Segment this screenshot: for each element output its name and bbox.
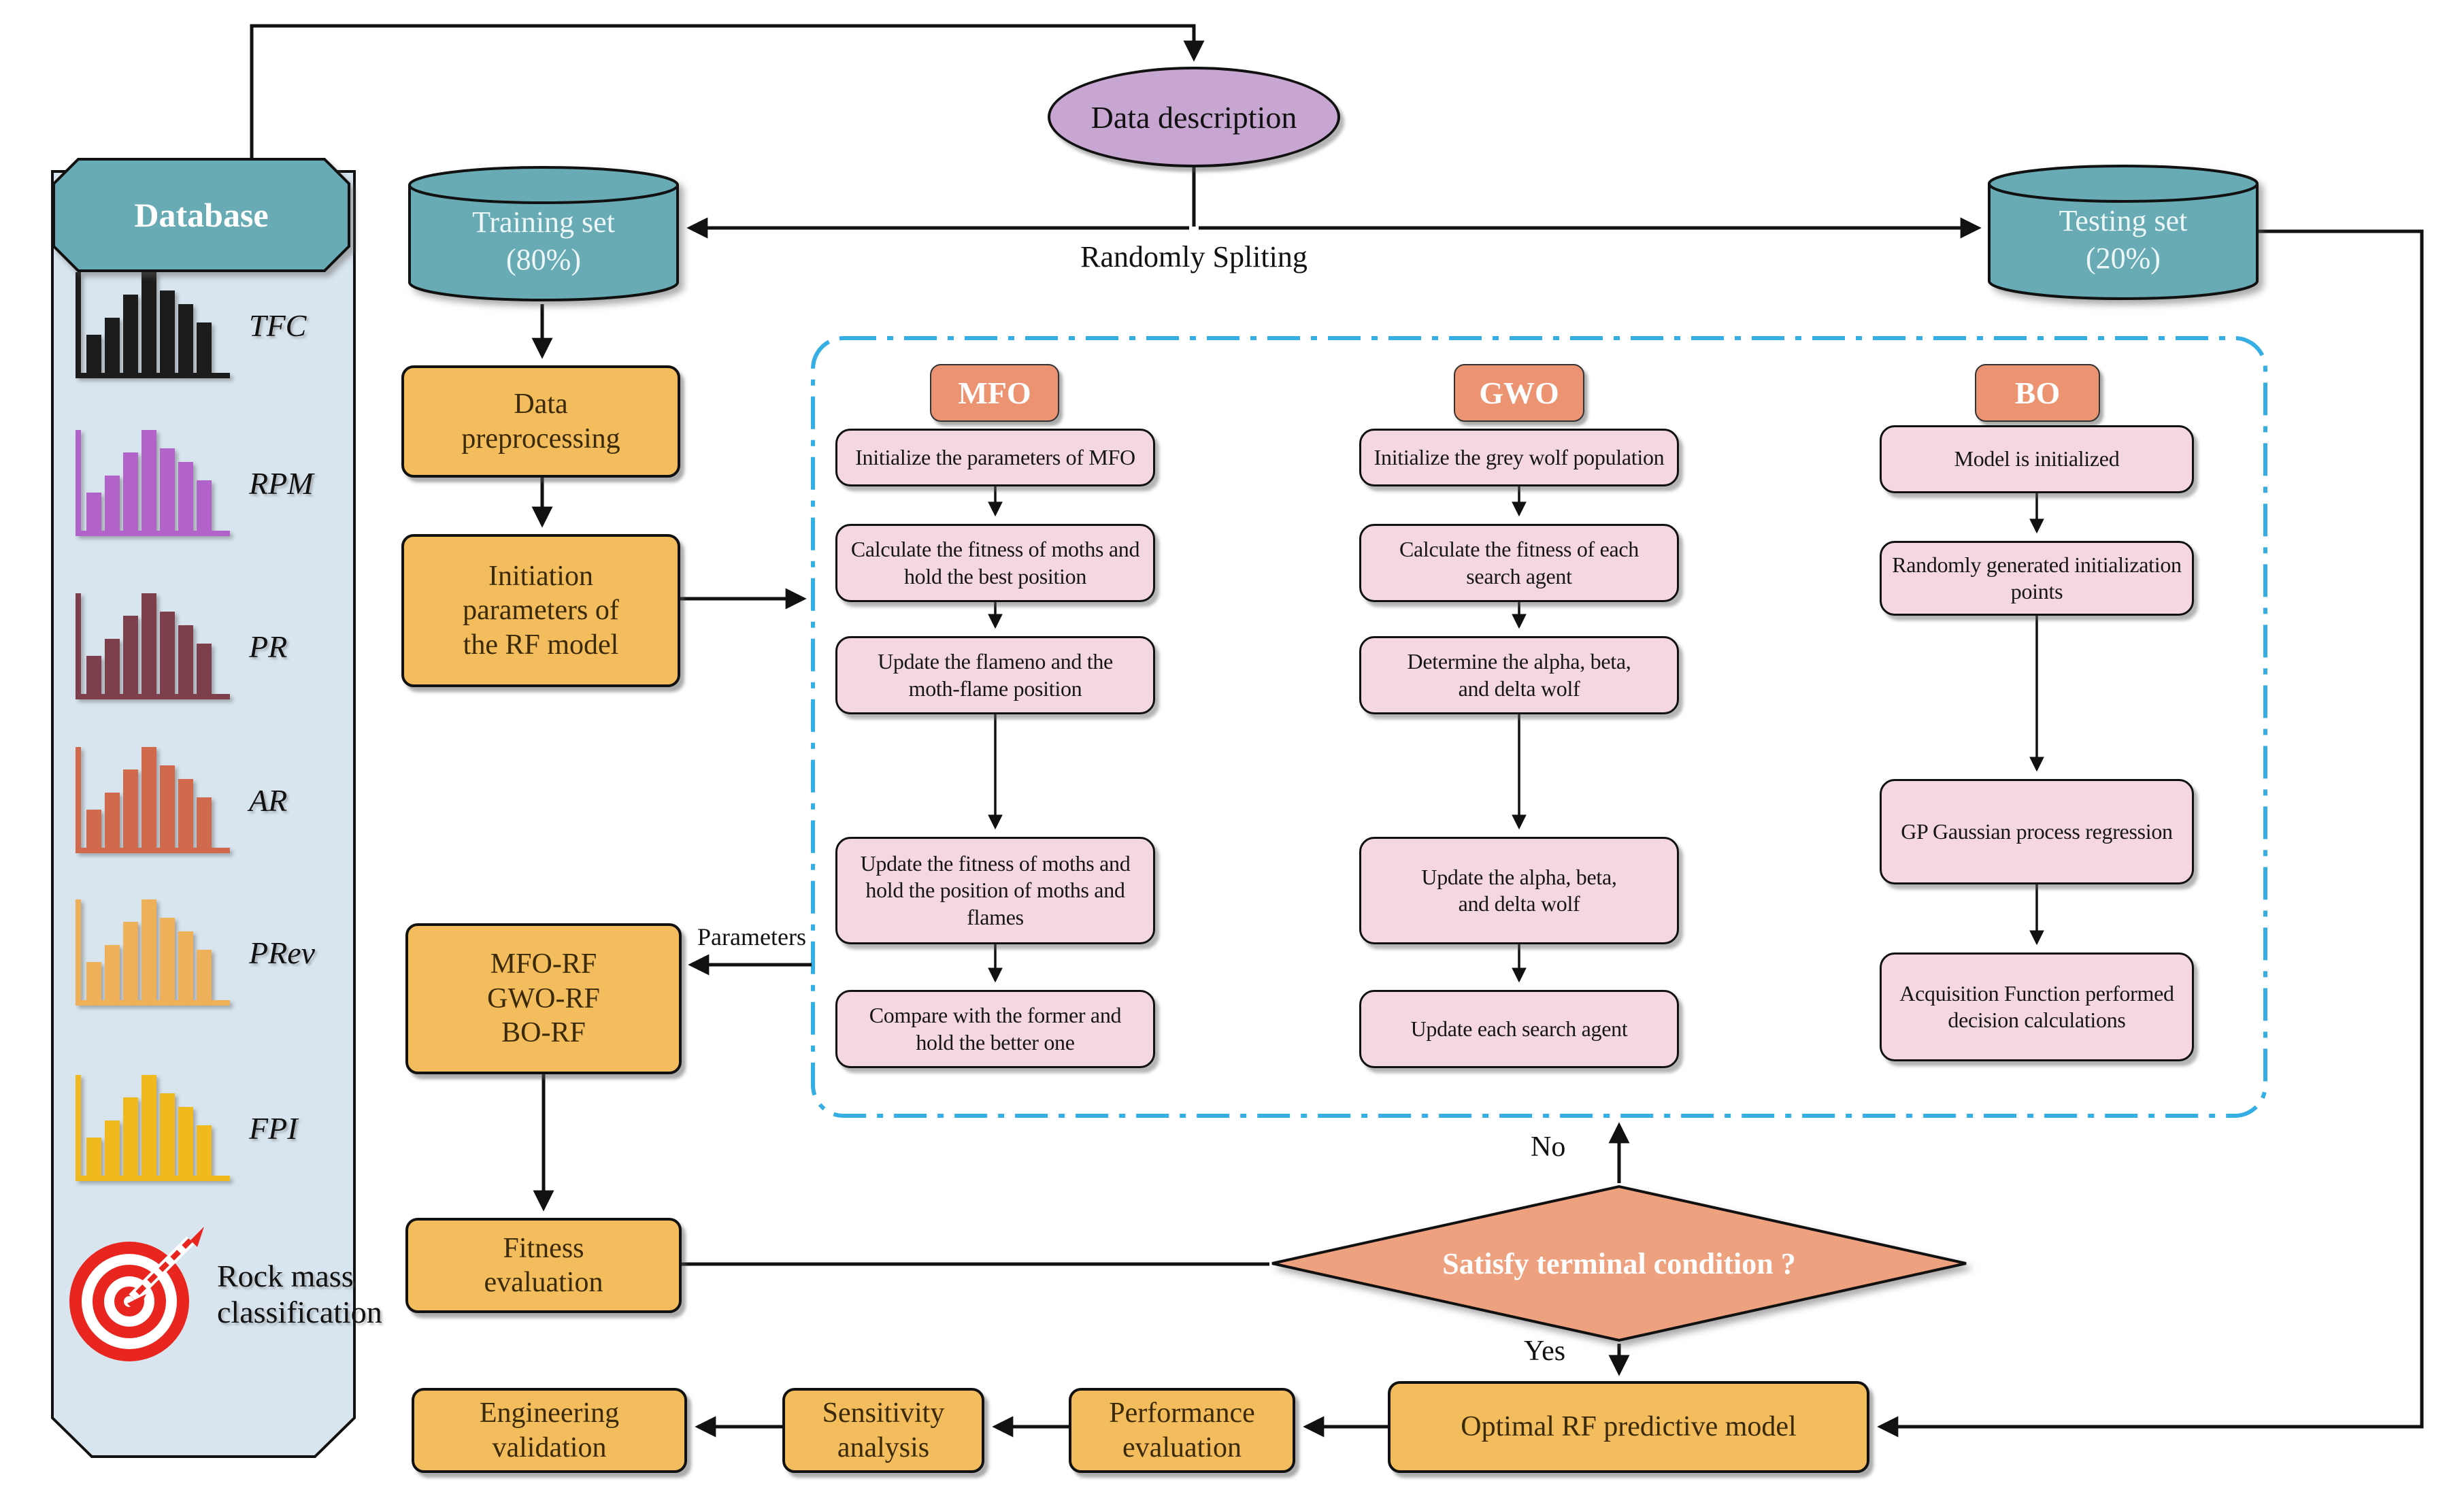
database-header-shape [52,158,350,272]
feature-row-tfc: TFC [76,272,306,378]
testing-set-label: Testing set (20%) [2059,204,2188,275]
feature-label-prev: PRev [249,935,316,970]
gwo-step-1: Initialize the grey wolf population [1359,429,1679,486]
database-header: Database [52,158,350,272]
feature-row-rpm: RPM [76,430,314,536]
parameters-label: Parameters [697,923,806,950]
feature-label-ar: AR [249,782,288,818]
data-preprocessing-box: Data preprocessing [401,365,680,478]
feature-label-fpi: FPI [249,1110,298,1146]
no-label: No [1531,1131,1566,1163]
rock-mass-row: Rock mass classification [65,1223,382,1366]
feature-row-fpi: FPI [76,1075,298,1181]
database-title: Database [134,196,269,234]
mfo-step-4: Update the fitness of moths and hold the… [835,837,1155,944]
optimizers-dashed-frame [811,336,2267,1118]
gwo-step-4: Update the alpha, beta, and delta wolf [1359,837,1679,944]
training-set-label: Training set (80%) [472,205,615,276]
mfo-step-3: Update the flameno and the moth-flame po… [835,636,1155,714]
feature-label-tfc: TFC [249,308,307,343]
feature-row-pr: PR [76,593,287,699]
randomly-splitting-label: Randomly Spliting [1080,240,1308,273]
database-panel: TFC RPM PR AR PRev FPI [51,170,382,1458]
performance-evaluation-box: Performance evaluation [1069,1388,1295,1473]
ar-histogram-icon [76,747,230,853]
rock-mass-label: Rock mass classification [217,1259,382,1329]
mfo-step-2: Calculate the fitness of moths and hold … [835,524,1155,602]
feature-row-ar: AR [76,747,287,853]
bo-step-4: Acquisition Function performed decision … [1880,952,2194,1061]
data-description-ellipse: Data description [1048,67,1340,167]
terminal-condition-label: Satisfy terminal condition ? [1442,1246,1796,1280]
bo-step-2: Randomly generated initialization points [1880,541,2194,616]
testing-set-cylinder: Testing set (20%) [1986,162,2260,303]
rpm-histogram-icon [76,430,230,536]
models-box: MFO-RF GWO-RF BO-RF [405,923,682,1074]
sensitivity-analysis-box: Sensitivity analysis [782,1388,984,1473]
tfc-histogram-icon [76,272,230,378]
feature-label-rpm: RPM [249,465,314,501]
bo-step-3: GP Gaussian process regression [1880,779,2194,884]
yes-label: Yes [1524,1336,1566,1367]
bo-header: BO [1975,364,2100,422]
target-icon [69,1227,204,1361]
fpi-histogram-icon [76,1075,230,1181]
pr-histogram-icon [76,593,230,699]
gwo-header: GWO [1454,364,1584,422]
optimal-model-box: Optimal RF predictive model [1388,1381,1869,1473]
bo-step-1: Model is initialized [1880,425,2194,493]
mfo-step-5: Compare with the former and hold the bet… [835,990,1155,1068]
initiation-parameters-box: Initiation parameters of the RF model [401,534,680,687]
prev-histogram-icon [76,899,230,1006]
terminal-condition-diamond: Satisfy terminal condition ? [1268,1183,1970,1344]
gwo-step-3: Determine the alpha, beta, and delta wol… [1359,636,1679,714]
engineering-validation-box: Engineering validation [412,1388,687,1473]
gwo-step-2: Calculate the fitness of each search age… [1359,524,1679,602]
training-cylinder-shape [408,166,679,301]
testing-cylinder-shape [1988,165,2259,300]
gwo-step-5: Update each search agent [1359,990,1679,1068]
fitness-evaluation-box: Fitness evaluation [405,1218,682,1313]
mfo-header: MFO [930,364,1059,422]
feature-label-pr: PR [249,629,288,664]
training-set-cylinder: Training set (80%) [407,163,680,304]
mfo-step-1: Initialize the parameters of MFO [835,429,1155,486]
diamond-shape [1271,1184,1967,1342]
feature-row-prev: PRev [76,899,315,1006]
